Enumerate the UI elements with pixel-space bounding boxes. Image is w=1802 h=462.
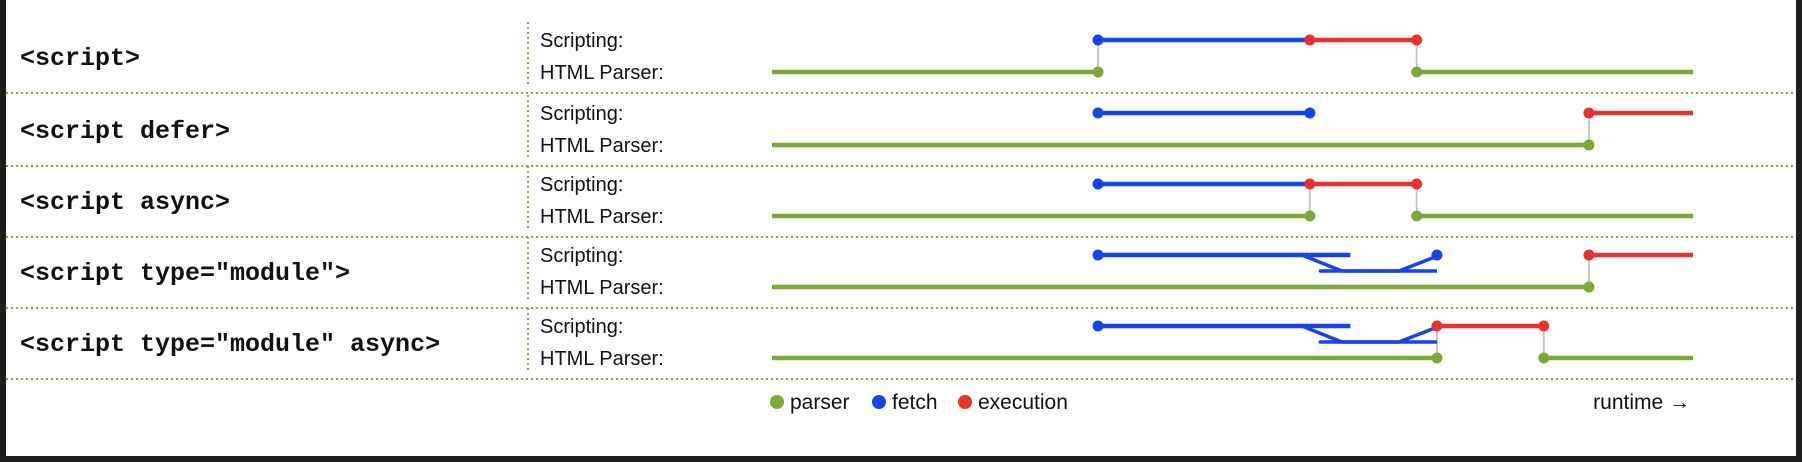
diagram-row-script-defer: <script defer> Scripting: HTML Parser: <box>6 95 1796 167</box>
legend-fetch-dot <box>872 395 886 409</box>
execution-dot <box>1304 34 1316 46</box>
parser-dot <box>1431 352 1443 364</box>
scripting-lane-label: Scripting: <box>540 316 623 338</box>
parser-dot <box>1411 66 1423 78</box>
legend-fetch-label: fetch <box>892 391 938 414</box>
legend-execution-label: execution <box>978 391 1068 414</box>
parser-lane-label: HTML Parser: <box>540 62 664 84</box>
fetch-dot <box>1092 178 1104 190</box>
scripting-lane-label: Scripting: <box>540 174 623 196</box>
diagram-rows: <script>Scripting:HTML Parser:<script de… <box>6 22 1796 380</box>
fetch-dot <box>1092 107 1104 119</box>
parser-lane-label: HTML Parser: <box>540 135 664 157</box>
dependency-fetch-branch <box>1301 253 1436 273</box>
legend: parser fetch execution runtime → <box>770 391 1690 414</box>
parser-dot <box>1304 210 1316 222</box>
scripting-lane-label: Scripting: <box>540 30 623 52</box>
legend-parser-dot <box>770 395 784 409</box>
execution-dot <box>1583 107 1595 119</box>
parser-lane-label: HTML Parser: <box>540 277 664 299</box>
legend-parser-label: parser <box>790 391 850 414</box>
legend-item-parser: parser <box>770 391 850 414</box>
runtime-axis-label: runtime → <box>1593 391 1690 414</box>
script-tag-label: <script> <box>20 44 140 73</box>
execution-dot <box>1411 178 1423 190</box>
parser-dot <box>1411 210 1423 222</box>
fetch-dot <box>1092 34 1104 46</box>
scripting-lane-label: Scripting: <box>540 245 623 267</box>
legend-item-execution: execution <box>958 391 1068 414</box>
fetch-dot <box>1431 249 1443 261</box>
fetch-dot <box>1304 107 1316 119</box>
legend-item-fetch: fetch <box>872 391 938 414</box>
execution-dot <box>1538 320 1550 332</box>
parser-lane-label: HTML Parser: <box>540 206 664 228</box>
execution-dot <box>1304 178 1316 190</box>
script-tag-label: <script type="module" async> <box>20 330 440 359</box>
execution-dot <box>1583 249 1595 261</box>
parser-dot <box>1583 281 1595 293</box>
diagram-row-script-classic: <script> Scripting: HTML Parser: <box>6 22 1796 94</box>
parser-dot <box>1583 139 1595 151</box>
scripting-lane-label: Scripting: <box>540 103 623 125</box>
diagram-panel <box>6 0 1796 456</box>
execution-dot <box>1411 34 1423 46</box>
diagram-row-script-module-async: <script type="module" async> Scripting: HT… <box>6 308 1796 380</box>
script-tag-label: <script defer> <box>20 117 230 146</box>
diagram-row-script-module: <script type="module"> Scripting: HTML Par… <box>6 237 1796 309</box>
fetch-dot <box>1092 320 1104 332</box>
parser-dot <box>1092 66 1104 78</box>
parser-dot <box>1538 352 1550 364</box>
execution-dot <box>1431 320 1443 332</box>
diagram-row-script-async: <script async> Scripting: HTML Parser: <box>6 166 1796 238</box>
legend-execution-dot <box>958 395 972 409</box>
parser-lane-label: HTML Parser: <box>540 348 664 370</box>
fetch-dot <box>1092 249 1104 261</box>
script-tag-label: <script async> <box>20 188 230 217</box>
dependency-fetch-branch <box>1301 324 1436 344</box>
script-tag-label: <script type="module"> <box>20 259 350 288</box>
